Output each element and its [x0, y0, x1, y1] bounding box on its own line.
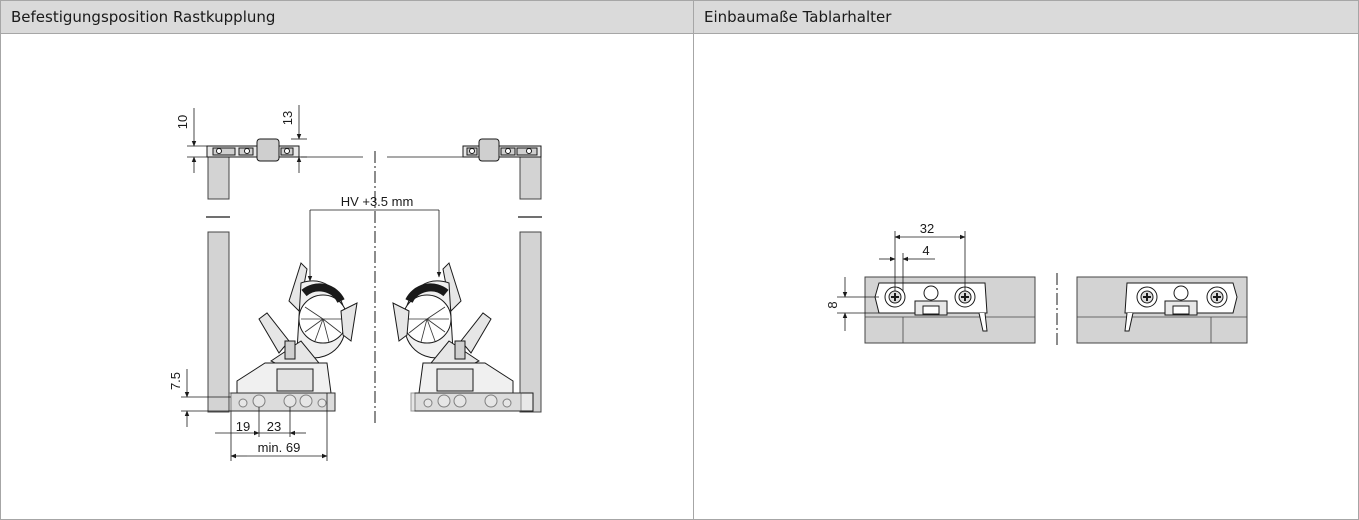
hv-label: HV +3.5 mm	[341, 194, 414, 209]
top-runner-left	[206, 138, 300, 162]
dim-32-label: 32	[920, 221, 934, 236]
dim-min69-label: min. 69	[258, 440, 301, 455]
shelf-holder-right	[1124, 282, 1238, 332]
dim-4-label: 4	[922, 243, 929, 258]
panel-title-rastkupplung: Befestigungsposition Rastkupplung	[1, 1, 693, 34]
panel-title-tablarhalter: Einbaumaße Tablarhalter	[694, 1, 1358, 34]
panel-tablarhalter: Einbaumaße Tablarhalter	[694, 0, 1359, 520]
tablarhalter-drawing: 32 4 8	[825, 221, 1248, 347]
coupling-left	[230, 262, 358, 412]
dim-8-label: 8	[825, 301, 840, 308]
top-runner-right	[462, 138, 542, 162]
dim-13-label: 13	[280, 111, 295, 125]
rastkupplung-drawing: 10 13 HV +3.5 mm	[168, 105, 542, 461]
side-panel-bottom-right	[519, 231, 542, 413]
dim-19-label: 19	[236, 419, 250, 434]
coupling-right	[392, 262, 534, 412]
dim-7-5-label: 7.5	[168, 372, 183, 390]
side-panel-top-right	[519, 156, 542, 200]
panel-rastkupplung: Befestigungsposition Rastkupplung	[0, 0, 694, 520]
dim-23-label: 23	[267, 419, 281, 434]
side-panel-bottom-left	[207, 231, 230, 413]
dim-10-label: 10	[175, 115, 190, 129]
side-panel-top-left	[207, 156, 230, 200]
